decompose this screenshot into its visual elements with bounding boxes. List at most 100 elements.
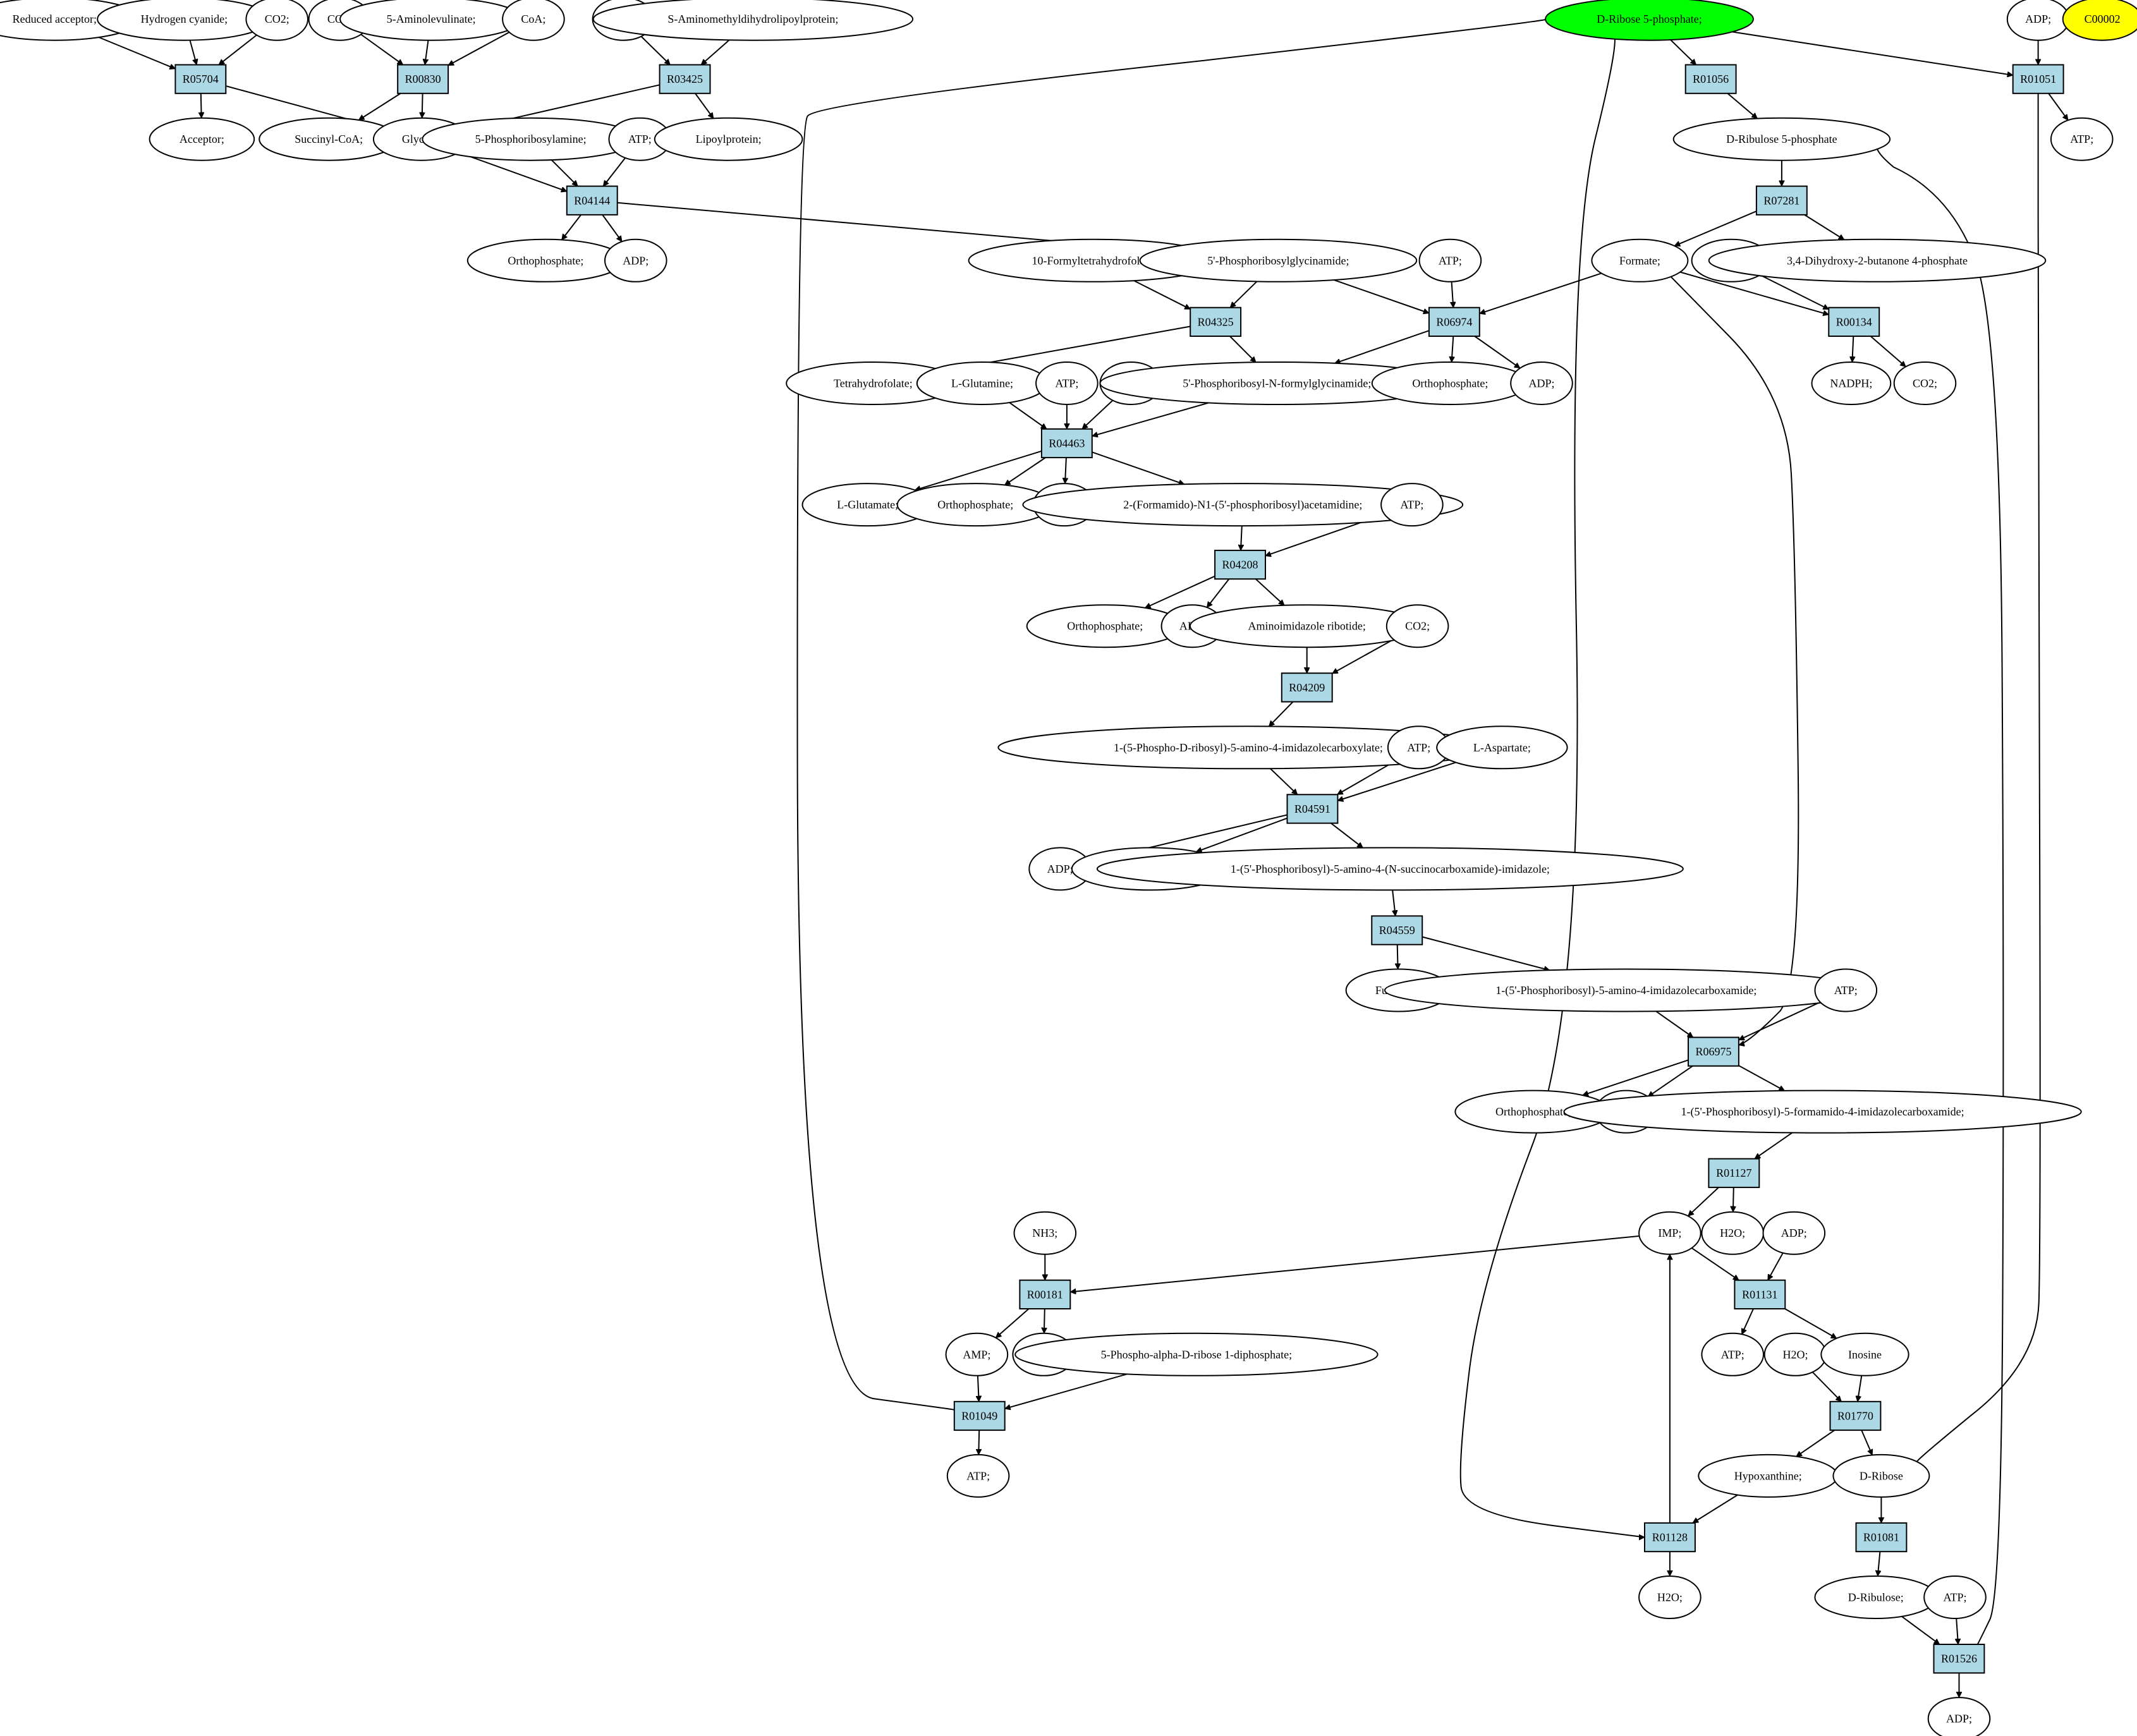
metabolite-node[interactable]: Aminoimidazole ribotide;: [1189, 604, 1425, 648]
metabolite-node[interactable]: ATP;: [1380, 483, 1444, 527]
metabolite-node[interactable]: Inosine: [1820, 1332, 1909, 1376]
metabolite-node[interactable]: ATP;: [1814, 968, 1878, 1012]
metabolite-node[interactable]: Tetrahydrofolate;: [786, 361, 961, 405]
metabolite-node[interactable]: 5-Phosphoribosylamine;: [422, 117, 640, 161]
reaction-node[interactable]: R01128: [1644, 1522, 1696, 1553]
metabolite-node[interactable]: L-Glutamine;: [916, 361, 1049, 405]
metabolite-label: 5-Phospho-alpha-D-ribose 1-diphosphate;: [1101, 1348, 1292, 1361]
metabolite-node[interactable]: CO2;: [245, 0, 308, 41]
reaction-node[interactable]: R01770: [1829, 1400, 1882, 1431]
metabolite-node[interactable]: ATP;: [2050, 117, 2114, 161]
reaction-node[interactable]: R07281: [1755, 185, 1808, 215]
edge-r6-m21: [602, 214, 623, 241]
metabolite-node[interactable]: 3,4-Dihydroxy-2-butanone 4-phosphate: [1708, 238, 2047, 282]
reaction-node[interactable]: R01127: [1708, 1158, 1760, 1188]
edge-r14-m51: [1330, 822, 1363, 849]
metabolite-node[interactable]: ADP;: [604, 238, 667, 282]
metabolite-node[interactable]: NADPH;: [1811, 361, 1892, 405]
metabolite-label: ADP;: [1946, 1713, 1972, 1725]
reaction-node[interactable]: R06975: [1688, 1036, 1739, 1067]
metabolite-node[interactable]: ADP;: [1510, 361, 1573, 405]
metabolite-node[interactable]: Succinyl-CoA;: [259, 117, 399, 161]
metabolite-node[interactable]: Hypoxanthine;: [1698, 1454, 1839, 1498]
reaction-node[interactable]: R01131: [1734, 1279, 1786, 1309]
metabolite-node[interactable]: 2-(Formamido)-N1-(5'-phosphoribosyl)acet…: [1022, 483, 1464, 527]
metabolite-node[interactable]: Orthophosphate;: [466, 238, 625, 282]
metabolite-node[interactable]: ADP;: [1927, 1697, 1991, 1736]
metabolite-ellipse: [945, 1332, 1009, 1376]
metabolite-node[interactable]: S-Aminomethyldihydrolipoylprotein;: [592, 0, 914, 41]
reaction-node[interactable]: R01526: [1933, 1644, 1985, 1674]
metabolite-node[interactable]: 1-(5-Phospho-D-ribosyl)-5-amino-4-imidaz…: [997, 725, 1499, 770]
metabolite-node[interactable]: Orthophosphate;: [1026, 604, 1184, 648]
reaction-node[interactable]: R01049: [953, 1400, 1006, 1431]
metabolite-node[interactable]: D-Ribose 5-phosphate;: [1545, 0, 1754, 41]
reaction-box: [1855, 1522, 1908, 1553]
metabolite-node[interactable]: NH3;: [1013, 1211, 1077, 1255]
metabolite-label: L-Glutamine;: [951, 377, 1013, 390]
metabolite-node[interactable]: ATP;: [1035, 361, 1099, 405]
reaction-node[interactable]: R00830: [397, 64, 449, 94]
metabolite-label: ATP;: [1407, 741, 1430, 754]
metabolite-node[interactable]: AMP;: [945, 1332, 1009, 1376]
metabolite-node[interactable]: L-Aspartate;: [1436, 725, 1568, 770]
reaction-node[interactable]: R03425: [659, 64, 711, 94]
metabolite-node[interactable]: 5'-Phosphoribosyl-N-formylglycinamide;: [1099, 361, 1455, 405]
metabolite-node[interactable]: ATP;: [1418, 238, 1482, 282]
reaction-node[interactable]: R04209: [1281, 672, 1333, 703]
reaction-node[interactable]: R01056: [1684, 64, 1737, 94]
metabolite-node[interactable]: Orthophosphate;: [1371, 361, 1529, 405]
reaction-node[interactable]: R04559: [1371, 915, 1423, 945]
edge-r17-m59: [1688, 1187, 1719, 1217]
metabolite-node[interactable]: Hydrogen cyanide;: [97, 0, 272, 41]
metabolite-node[interactable]: ATP;: [946, 1454, 1010, 1498]
metabolite-node[interactable]: D-Ribulose;: [1814, 1575, 1938, 1619]
metabolite-node[interactable]: 1-(5'-Phosphoribosyl)-5-amino-4-(N-succi…: [1096, 847, 1684, 891]
reaction-node[interactable]: R04325: [1190, 307, 1242, 337]
metabolite-label: Formate;: [1619, 254, 1660, 267]
metabolite-node[interactable]: H2O;: [1701, 1211, 1764, 1255]
metabolite-node[interactable]: D-Ribose: [1832, 1454, 1930, 1498]
reaction-node[interactable]: R04208: [1214, 549, 1266, 580]
metabolite-node[interactable]: ADP;: [2006, 0, 2070, 41]
reaction-node[interactable]: R05704: [174, 64, 227, 94]
metabolite-node[interactable]: CO2;: [1385, 604, 1449, 648]
metabolite-ellipse: [592, 0, 914, 41]
reaction-node[interactable]: R00134: [1828, 307, 1880, 337]
metabolite-label: D-Ribose: [1860, 1469, 1903, 1482]
reaction-node[interactable]: R06974: [1428, 307, 1480, 337]
metabolite-label: ADP;: [623, 254, 648, 267]
metabolite-node[interactable]: 1-(5'-Phosphoribosyl)-5-formamido-4-imid…: [1563, 1090, 2082, 1134]
metabolite-node[interactable]: H2O;: [1638, 1575, 1702, 1619]
metabolite-node[interactable]: CoA;: [502, 0, 565, 41]
metabolite-node[interactable]: H2O;: [1763, 1332, 1827, 1376]
edge-r14-m50: [1196, 817, 1288, 852]
metabolite-node[interactable]: 5-Aminolevulinate;: [339, 0, 523, 41]
metabolite-node[interactable]: Formate;: [1591, 238, 1689, 282]
reaction-node[interactable]: R04463: [1040, 428, 1093, 459]
metabolite-node[interactable]: Lipoylprotein;: [654, 117, 803, 161]
reaction-node[interactable]: R00181: [1019, 1279, 1071, 1309]
metabolite-node[interactable]: ATP;: [1387, 725, 1451, 770]
metabolite-node[interactable]: ADP;: [1028, 847, 1092, 891]
metabolite-node[interactable]: 5'-Phosphoribosylglycinamide;: [1139, 238, 1418, 282]
reaction-node[interactable]: R04144: [566, 185, 618, 215]
metabolite-node[interactable]: C00002: [2062, 0, 2137, 41]
metabolite-node[interactable]: 5-Phospho-alpha-D-ribose 1-diphosphate;: [1014, 1332, 1379, 1376]
metabolite-node[interactable]: Acceptor;: [149, 117, 255, 161]
reaction-node[interactable]: R01081: [1855, 1522, 1908, 1553]
metabolite-node[interactable]: IMP;: [1638, 1211, 1702, 1255]
metabolite-node[interactable]: CO2;: [1893, 361, 1957, 405]
edge-r7-m25: [1674, 210, 1757, 246]
metabolite-label: ADP;: [1528, 377, 1554, 390]
metabolite-node[interactable]: 1-(5'-Phosphoribosyl)-5-amino-4-imidazol…: [1384, 968, 1868, 1012]
metabolite-node[interactable]: ATP;: [1923, 1575, 1987, 1619]
metabolite-node[interactable]: ATP;: [608, 117, 672, 161]
metabolite-node[interactable]: ATP;: [1701, 1332, 1764, 1376]
reaction-node[interactable]: R04591: [1286, 794, 1339, 824]
metabolite-node[interactable]: Orthophosphate;: [896, 483, 1054, 527]
metabolite-node[interactable]: D-Ribulose 5-phosphate: [1672, 117, 1891, 161]
reaction-node[interactable]: R01051: [2012, 64, 2064, 94]
metabolite-node[interactable]: ADP;: [1762, 1211, 1826, 1255]
